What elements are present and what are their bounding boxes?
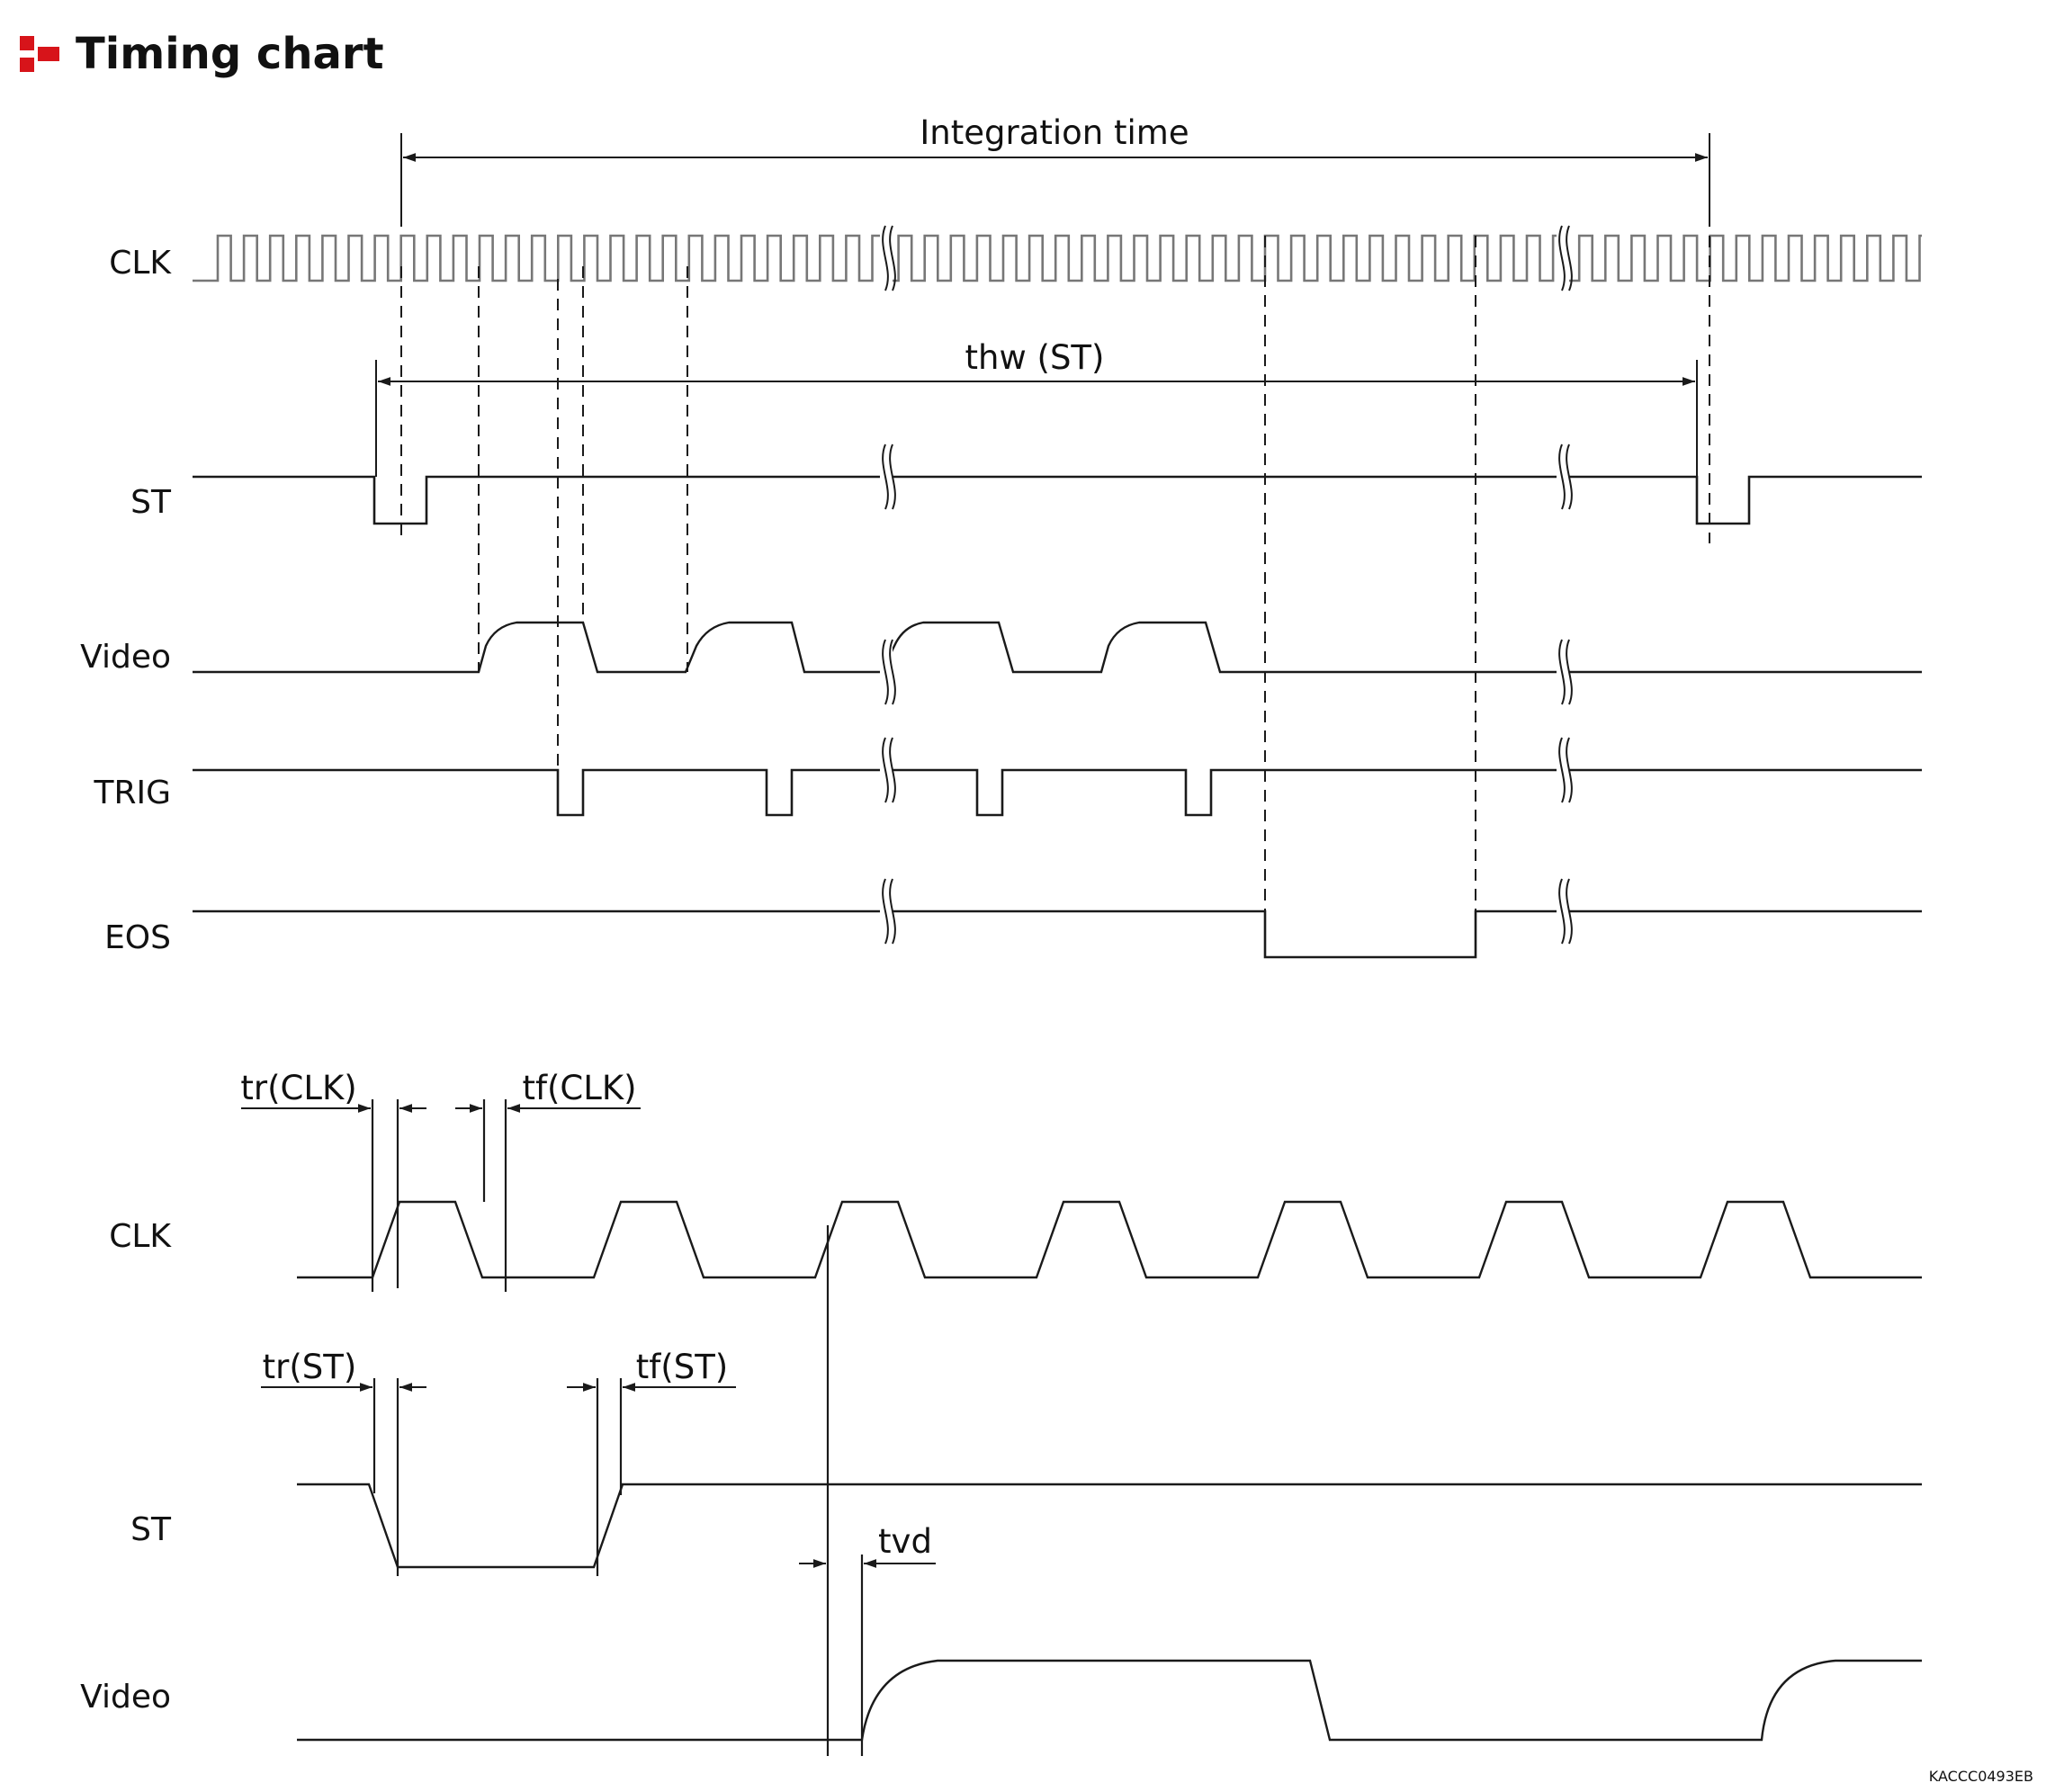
detail-label-clk: CLK	[109, 1218, 172, 1255]
tf-st-label: tf(ST)	[636, 1348, 729, 1386]
detail-label-video: Video	[80, 1679, 171, 1716]
figure-code: KACCC0493EB	[1929, 1768, 2033, 1785]
tr-st-label: tr(ST)	[263, 1348, 357, 1386]
video-waveform	[193, 621, 1922, 674]
eos-waveform	[193, 909, 1922, 959]
st-waveform	[193, 475, 1922, 525]
detail-clk-waveform	[297, 1200, 1922, 1279]
detail-video-waveform	[297, 1659, 1922, 1742]
signal-label-clk: CLK	[109, 245, 172, 282]
tr-clk-label: tr(CLK)	[240, 1069, 356, 1107]
page-title: Timing chart	[76, 29, 384, 79]
detail-label-st: ST	[130, 1511, 172, 1548]
integration-time-label: Integration time	[920, 113, 1189, 152]
signal-label-trig: TRIG	[93, 775, 171, 811]
signal-label-st: ST	[130, 484, 172, 521]
clk-waveform	[193, 234, 1922, 282]
tvd-label: tvd	[878, 1522, 932, 1561]
thw-label: thw (ST)	[965, 338, 1105, 377]
break-marks	[880, 225, 1573, 945]
signal-label-video: Video	[80, 639, 171, 676]
tf-clk-label: tf(CLK)	[522, 1069, 636, 1107]
section-marker-icon	[20, 36, 59, 72]
detail-st-waveform	[297, 1483, 1922, 1569]
trig-waveform	[193, 768, 1922, 817]
signal-label-eos: EOS	[104, 919, 171, 956]
timing-guides	[400, 236, 1710, 911]
